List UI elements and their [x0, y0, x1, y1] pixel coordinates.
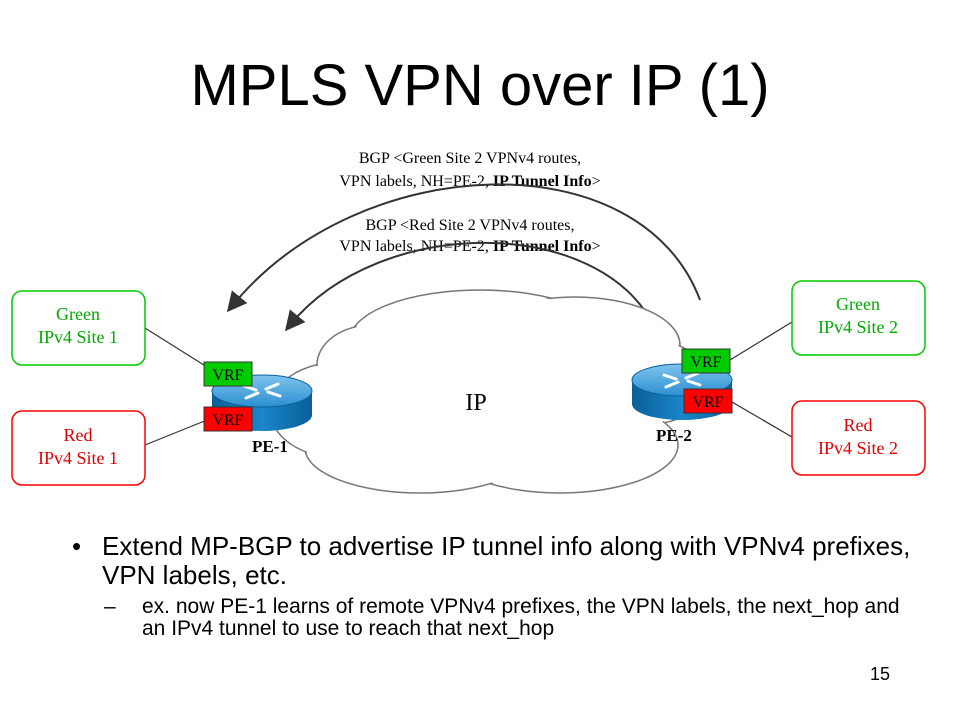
svg-text:VRF: VRF [690, 354, 721, 371]
link-red-site1-vrf [144, 417, 213, 446]
svg-text:Green: Green [56, 304, 100, 324]
link-green-site2-vrf [729, 321, 793, 361]
svg-text:Red: Red [844, 415, 873, 435]
green-ipv4-site-2: Green IPv4 Site 2 [791, 280, 926, 356]
svg-text:IPv4 Site 1: IPv4 Site 1 [38, 448, 118, 468]
svg-text:IPv4 Site 2: IPv4 Site 2 [818, 317, 898, 337]
bgp-green-line2: VPN labels, NH=PE-2, IP Tunnel Info> [339, 173, 600, 190]
green-ipv4-site-1: Green IPv4 Site 1 [11, 290, 146, 366]
bgp-red-line2: VPN labels, NH=PE-2, IP Tunnel Info> [339, 238, 600, 255]
cloud-label: IP [465, 390, 486, 416]
bullet-text-main: Extend MP-BGP to advertise IP tunnel inf… [102, 531, 911, 590]
svg-text:VRF: VRF [212, 412, 243, 429]
svg-text:Red: Red [64, 425, 93, 445]
svg-text:IPv4 Site 2: IPv4 Site 2 [818, 438, 898, 458]
slide-title: MPLS VPN over IP (1) [190, 53, 770, 118]
bgp-green-line1: BGP <Green Site 2 VPNv4 routes, [359, 150, 581, 167]
svg-text:Green: Green [836, 294, 880, 314]
bgp-red-routes-label: BGP <Red Site 2 VPNv4 routes, VPN labels… [339, 217, 600, 255]
svg-text:IPv4 Site 1: IPv4 Site 1 [38, 327, 118, 347]
page-number: 15 [870, 664, 891, 684]
bgp-green-arrow [226, 183, 701, 313]
vrf-green-pe1: VRF [203, 361, 253, 387]
link-red-site2-vrf [731, 401, 793, 438]
svg-text:VRF: VRF [692, 394, 723, 411]
bullet-item-main: • Extend MP-BGP to advertise IP tunnel i… [60, 532, 920, 590]
svg-text:VRF: VRF [212, 367, 243, 384]
bullet-text-sub: ex. now PE-1 learns of remote VPNv4 pref… [142, 595, 900, 640]
dash-mark: – [104, 595, 116, 618]
red-ipv4-site-2: Red IPv4 Site 2 [791, 400, 926, 476]
pe1-label: PE-1 [252, 437, 288, 456]
bgp-green-routes-label: BGP <Green Site 2 VPNv4 routes, VPN labe… [339, 150, 600, 190]
bullet-list: • Extend MP-BGP to advertise IP tunnel i… [60, 532, 920, 640]
network-diagram: BGP <Green Site 2 VPNv4 routes, VPN labe… [11, 150, 926, 494]
bullet-mark: • [72, 531, 82, 561]
vrf-red-pe1: VRF [203, 406, 253, 432]
vrf-red-pe2: VRF [683, 388, 733, 414]
bgp-red-line1: BGP <Red Site 2 VPNv4 routes, [365, 217, 574, 234]
pe2-label: PE-2 [656, 426, 692, 445]
bgp-red-arrow [284, 241, 656, 332]
red-ipv4-site-1: Red IPv4 Site 1 [11, 410, 146, 486]
bullet-item-sub: – ex. now PE-1 learns of remote VPNv4 pr… [60, 596, 920, 640]
link-green-site1-vrf [144, 327, 216, 373]
vrf-green-pe2: VRF [681, 348, 731, 374]
